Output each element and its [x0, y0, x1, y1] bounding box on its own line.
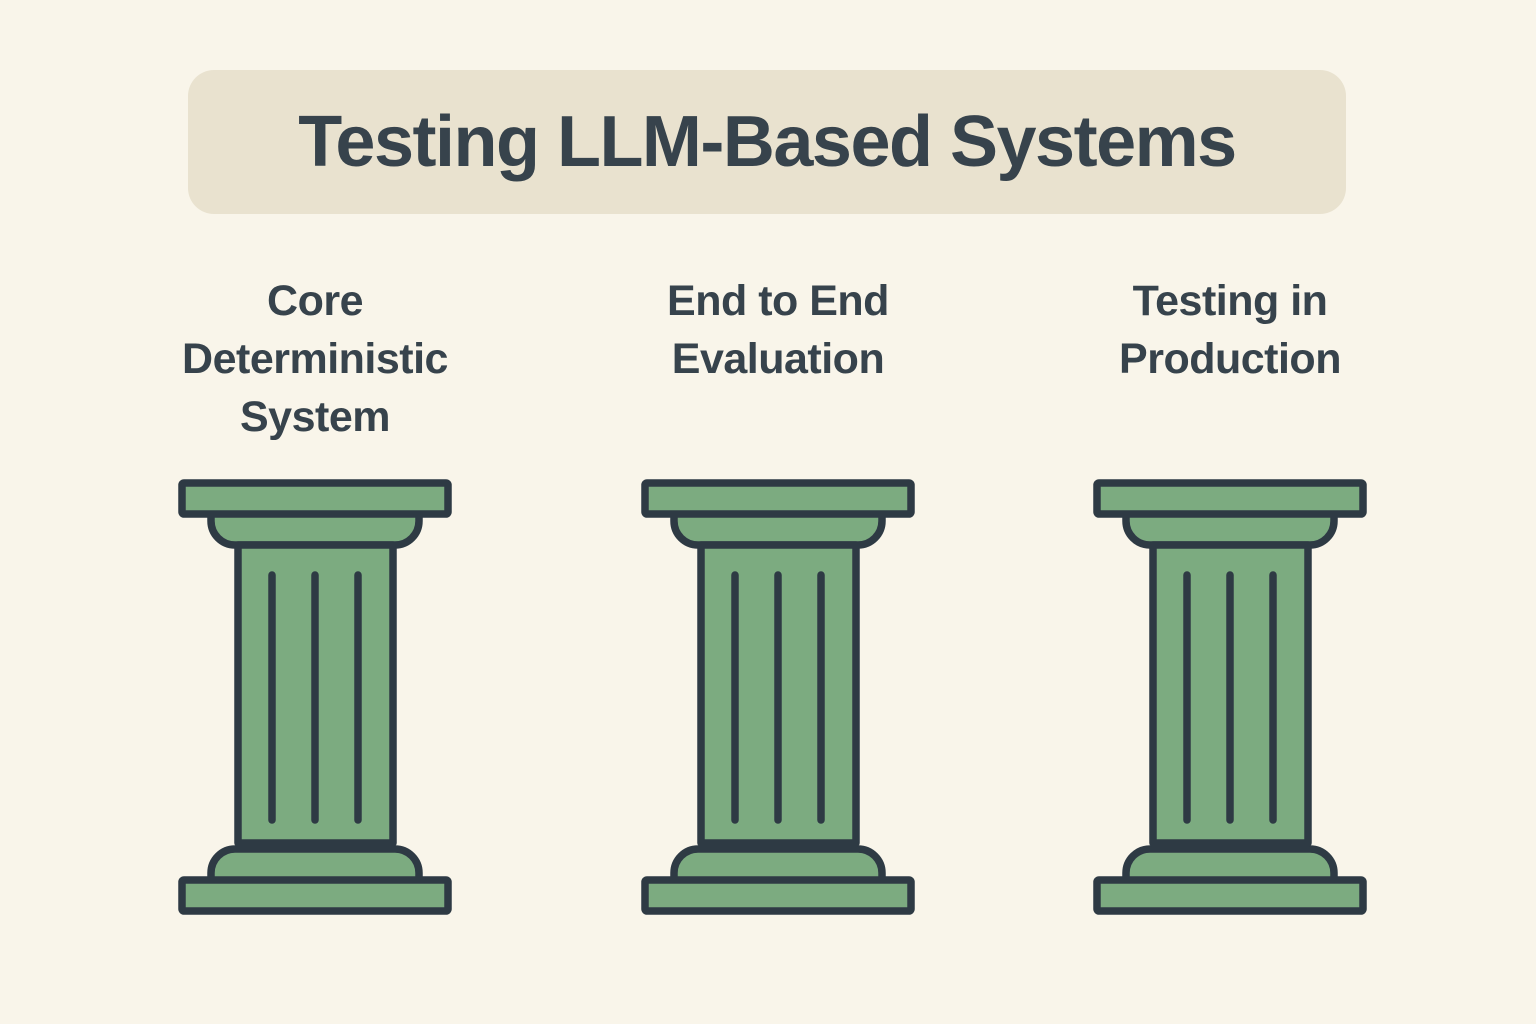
page-title: Testing LLM-Based Systems: [298, 102, 1237, 182]
pillar-icon: [178, 479, 452, 920]
pillar-icon: [641, 479, 915, 920]
column-label: End to End Evaluation: [667, 277, 889, 383]
title-banner: Testing LLM-Based Systems: [188, 70, 1346, 214]
column-label: Core Deterministic System: [182, 277, 448, 441]
column-label: Testing in Production: [1119, 277, 1341, 383]
pillar-icon: [1093, 479, 1367, 920]
